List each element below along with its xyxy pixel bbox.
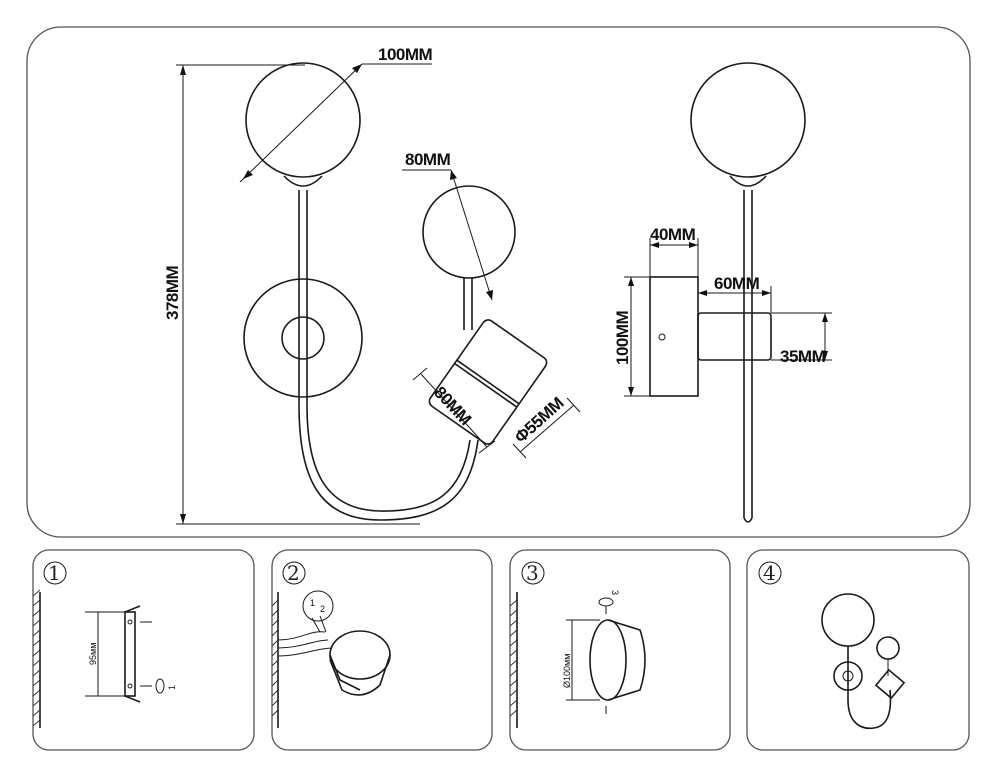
step-1-screw-label: 1 bbox=[167, 685, 177, 690]
step-3-number: 3 bbox=[526, 561, 539, 585]
step-2-panel: 2 1 2 bbox=[271, 549, 493, 751]
step-2-number: 2 bbox=[287, 561, 300, 585]
step-4-number: 4 bbox=[763, 561, 776, 585]
step-1-number: 1 bbox=[48, 561, 61, 585]
base-height-label: 100MM bbox=[613, 310, 632, 365]
big-globe-label: 100MM bbox=[378, 45, 433, 64]
small-globe-label: 80MM bbox=[405, 150, 451, 169]
small-globe-front: 80MM bbox=[402, 150, 516, 330]
step-3-panel: 3 Ø100мм 3 bbox=[509, 549, 731, 751]
big-globe-front: 100MM bbox=[239, 45, 433, 187]
step-4-panel: 4 bbox=[746, 549, 970, 751]
height-dimension: 378MM bbox=[163, 64, 420, 525]
step-3-dim-label: Ø100мм bbox=[562, 654, 572, 688]
side-view: 40MM 100MM 60MM 35MM bbox=[613, 62, 832, 523]
main-panel bbox=[26, 26, 971, 538]
step-2-wire-2: 2 bbox=[320, 604, 325, 614]
step-1-dim-label: 95мм bbox=[88, 643, 98, 665]
height-label: 378MM bbox=[163, 265, 182, 320]
arm-height-label: 35MM bbox=[780, 347, 826, 366]
lamp-body-front bbox=[243, 190, 479, 521]
base-depth-label: 40MM bbox=[650, 225, 696, 244]
step-2-wire-1: 1 bbox=[310, 598, 315, 608]
arm-length-label: 60MM bbox=[714, 274, 760, 293]
step-1-panel: 1 95мм 1 bbox=[32, 549, 255, 751]
step-3-screw-label: 3 bbox=[610, 590, 620, 595]
